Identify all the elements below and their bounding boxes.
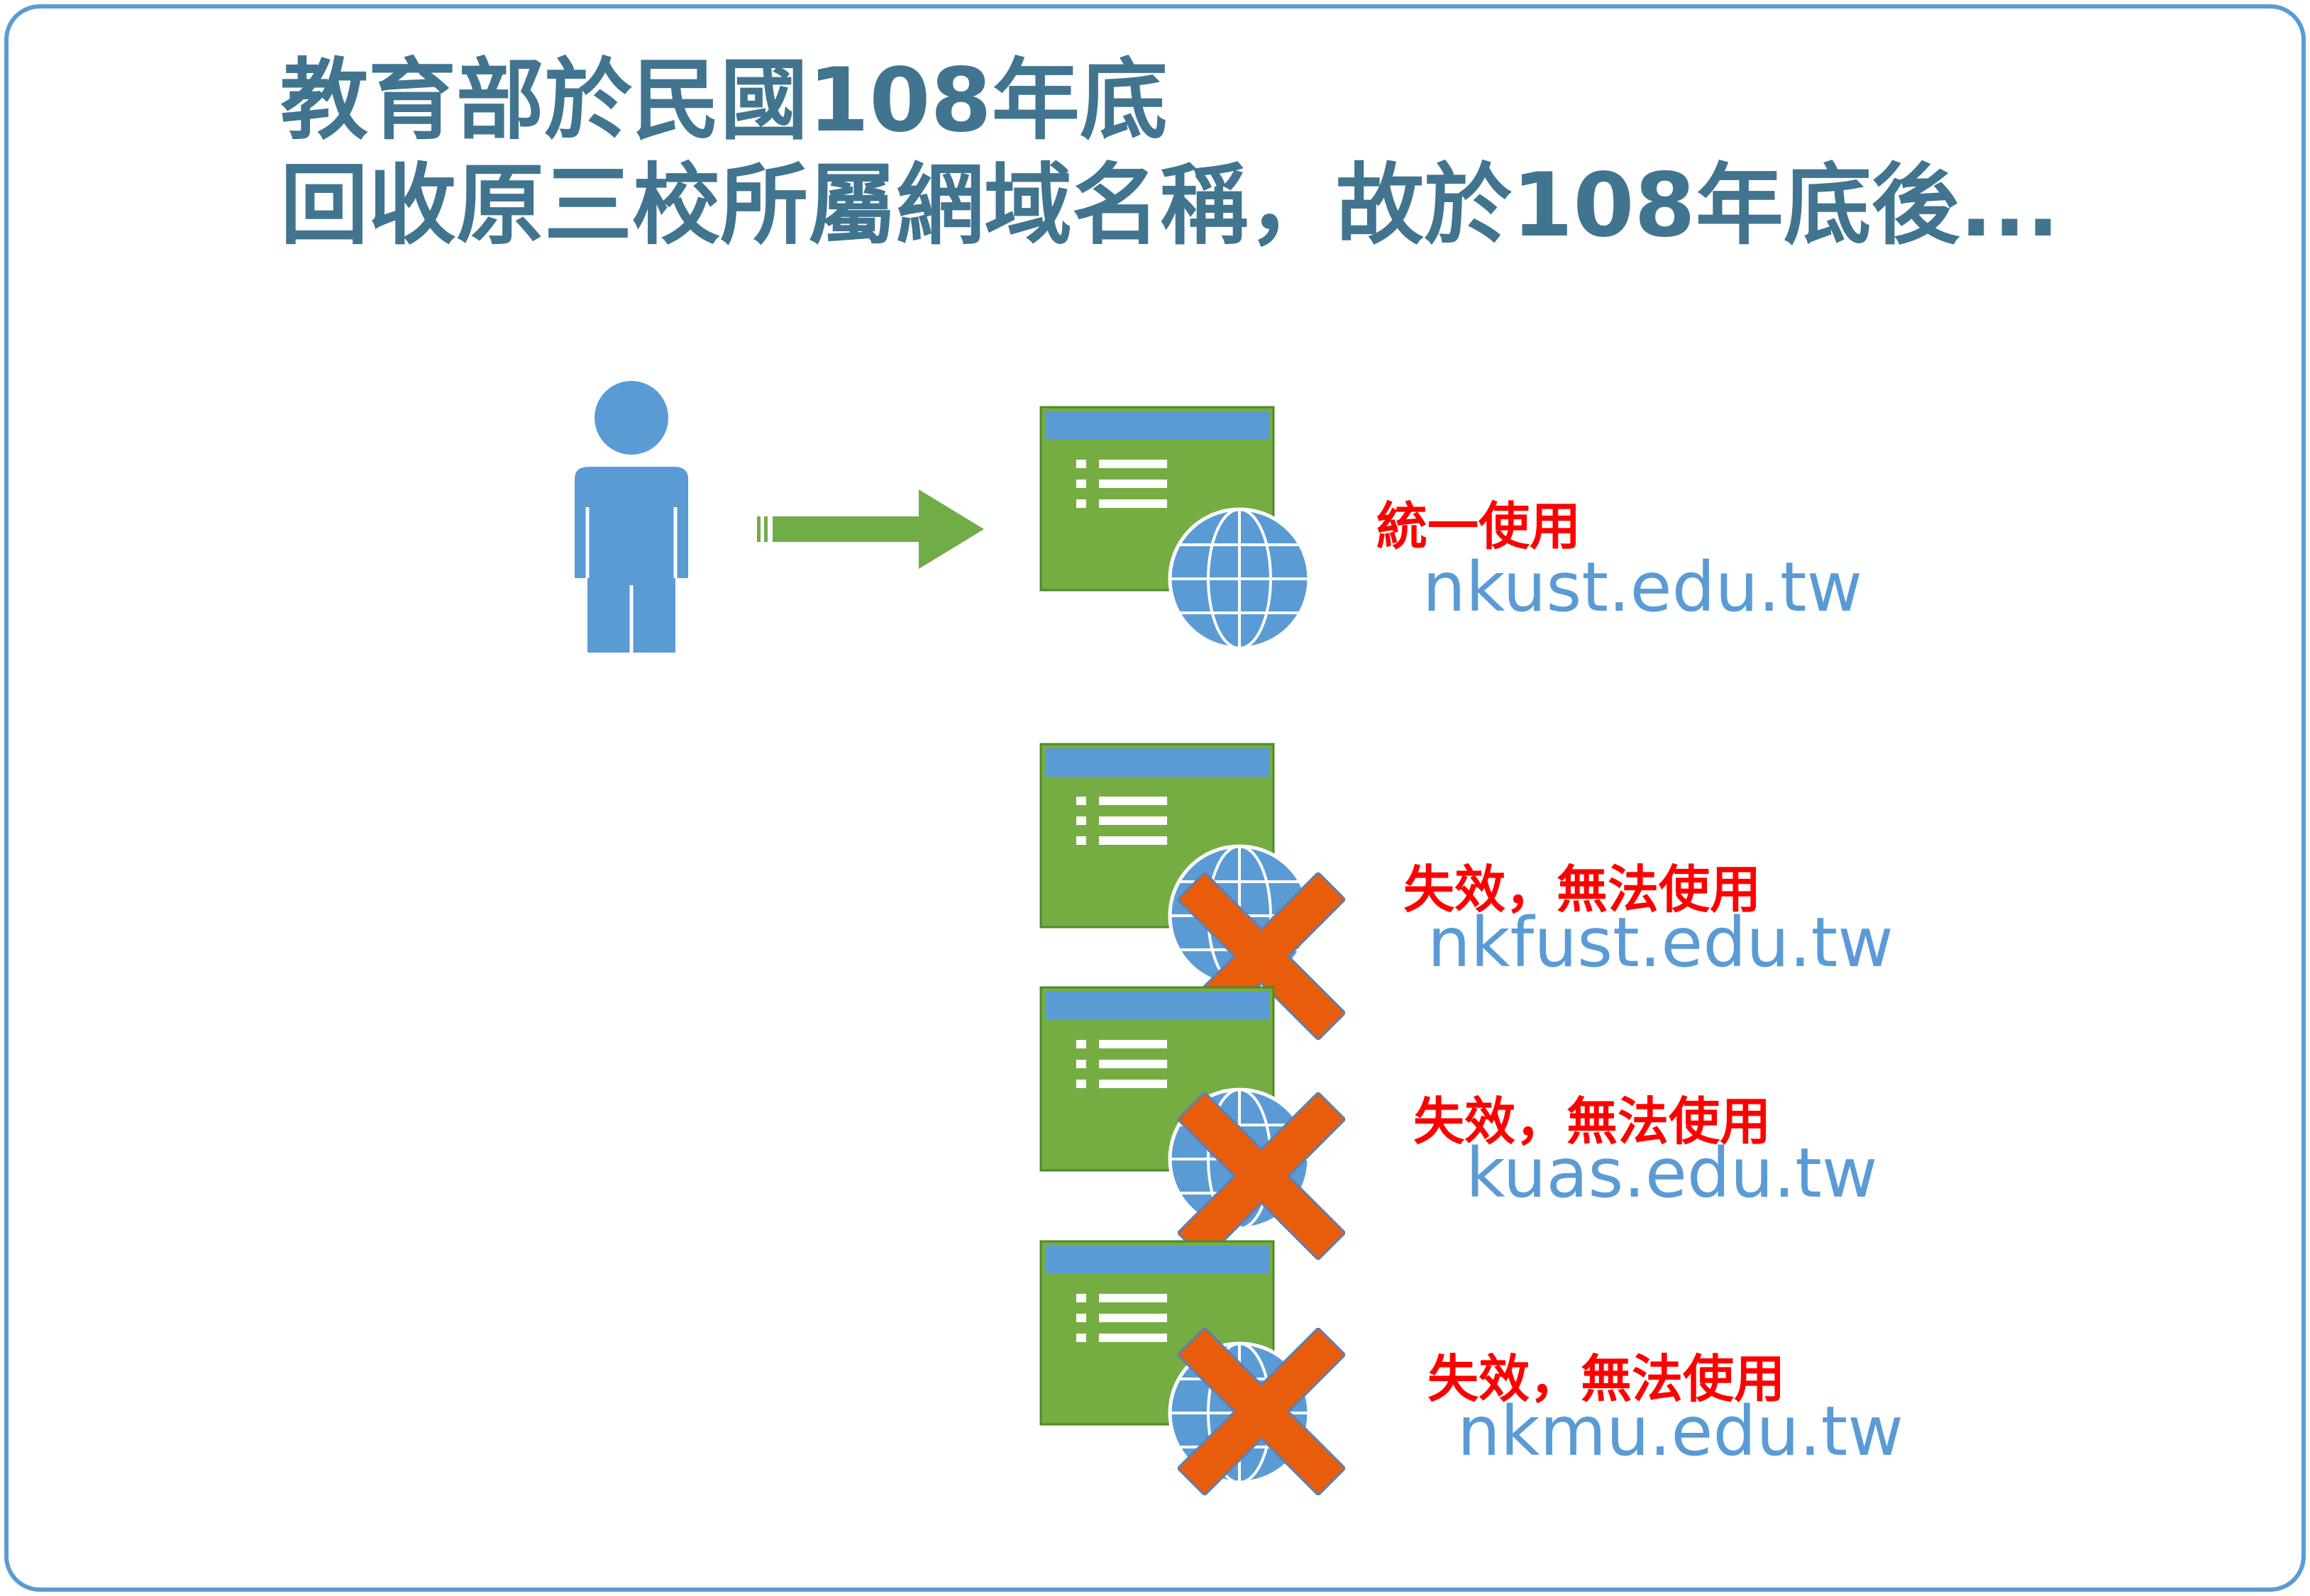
- arrow-right-icon: [757, 489, 984, 569]
- title-line-2: 回收原三校所屬網域名稱，故於108年底後...: [280, 155, 2060, 257]
- retired-site-domain: nkmu.edu.tw: [1457, 1392, 1903, 1471]
- title-line-1: 教育部於民國108年底: [280, 50, 1168, 152]
- active-site-note: 統一使用: [1376, 497, 1581, 556]
- retired-site-domain: kuas.edu.tw: [1466, 1134, 1878, 1213]
- slide-frame: [4, 4, 2306, 1592]
- active-site-domain: nkust.edu.tw: [1422, 548, 1863, 627]
- retired-site-note: 失效，無法使用: [1427, 1349, 1786, 1409]
- retired-site-note: 失效，無法使用: [1403, 860, 1762, 919]
- retired-site-note: 失效，無法使用: [1413, 1092, 1772, 1151]
- retired-site-domain: nkfust.edu.tw: [1427, 903, 1894, 982]
- cross-mark-icon: [1178, 1328, 1345, 1495]
- website-globe-icon: [1039, 406, 1311, 650]
- cross-mark-icon: [1178, 1092, 1345, 1260]
- person-icon: [575, 381, 688, 653]
